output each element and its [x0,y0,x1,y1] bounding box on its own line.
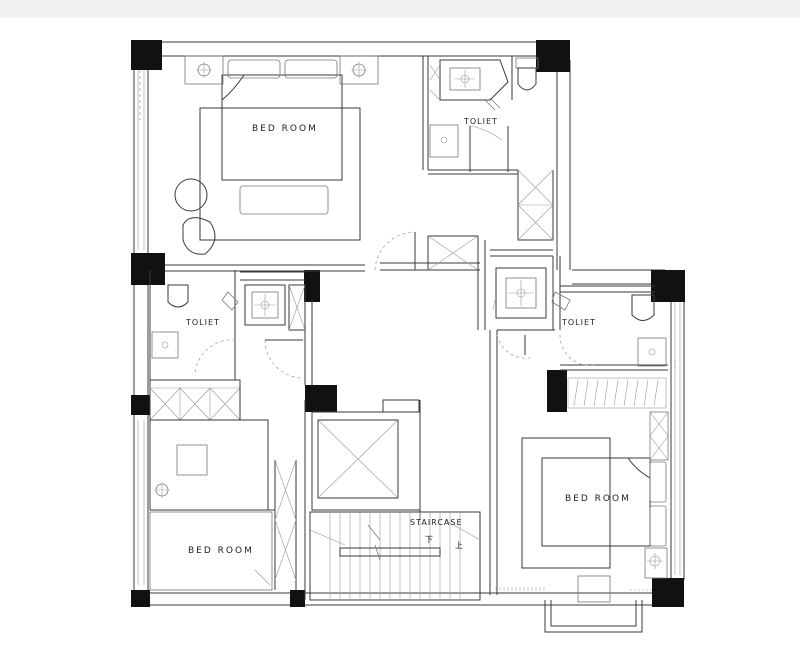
room-labels: BED ROOM TOLIET TOLIET TOLIET BED ROOM B… [185,117,631,556]
label-toilet-top: TOLIET [463,117,498,126]
label-stair-down: 下 [425,535,434,544]
door-swings [194,231,596,379]
toilet-top-fixtures [429,57,539,172]
top-bar [0,0,800,18]
outer-walls [133,41,685,633]
left-bedroom-furniture [149,419,273,591]
master-bed [174,55,379,255]
label-staircase: STAIRCASE [410,518,463,527]
pillars [131,40,685,607]
label-toilet-left: TOLIET [185,318,220,327]
label-toilet-right: TOLIET [561,318,596,327]
right-bedroom-furniture [521,377,669,603]
staircase [309,399,481,601]
toilet-left-fixtures [151,284,306,359]
label-bedroom-right: BED ROOM [565,494,631,504]
toilet-right-fixtures [492,267,667,367]
label-stair-up: 上 [455,541,464,550]
interior-walls [149,56,668,600]
label-bedroom-bottom-left: BED ROOM [188,546,254,556]
label-bedroom-top: BED ROOM [252,124,318,134]
